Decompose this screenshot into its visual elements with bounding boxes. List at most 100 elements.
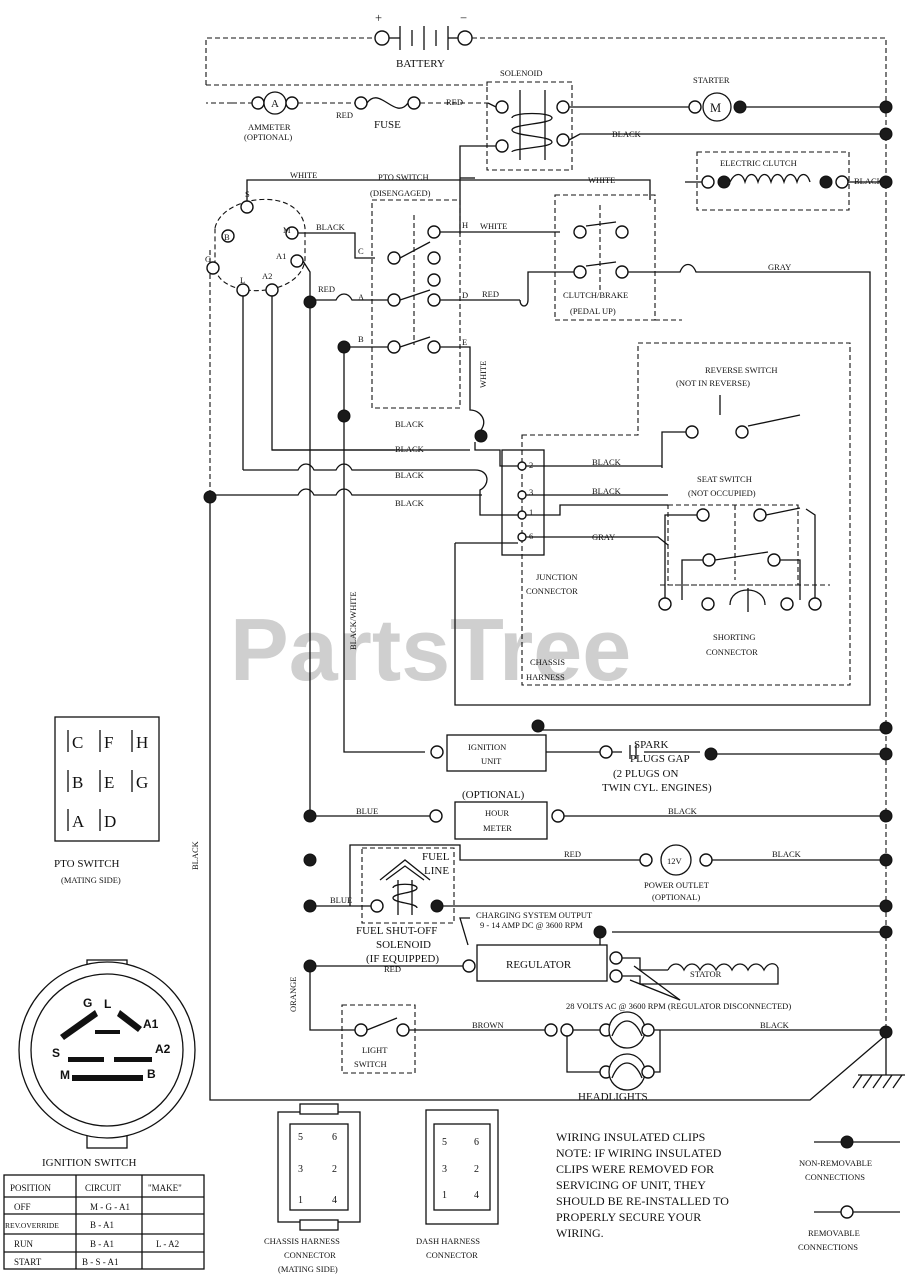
dash-connector-label-2: CONNECTOR xyxy=(426,1250,478,1260)
clutch-brake-label: CLUTCH/BRAKE xyxy=(563,290,628,300)
wire-black-clutch: BLACK xyxy=(854,176,884,186)
fuel-solenoid-label-1: FUEL SHUT-OFF xyxy=(356,925,437,937)
ground-bus xyxy=(205,37,905,1101)
fuel-line-label-2: LINE xyxy=(424,865,449,877)
dash-pin-5: 5 xyxy=(442,1137,447,1148)
dash-harness-connector: 5 6 3 2 1 4 DASH HARNESS CONNECTOR xyxy=(416,1109,499,1260)
wire-red-solenoid: RED xyxy=(446,97,463,107)
stator-label: STATOR xyxy=(690,969,722,979)
spark-label-1: SPARK xyxy=(634,739,669,751)
note-line-3: CLIPS WERE REMOVED FOR xyxy=(556,1162,714,1176)
wire-black-ground: BLACK xyxy=(190,840,200,870)
wire-black-white: BLACK/WHITE xyxy=(348,591,358,650)
dash-pin-3: 3 xyxy=(442,1164,447,1175)
spark-label-3: (2 PLUGS ON xyxy=(613,768,678,780)
power-outlet-symbol: 12V xyxy=(667,856,683,866)
pto-terminal-c: C xyxy=(358,246,364,256)
wire-black-ring: BLACK xyxy=(395,470,425,480)
table-header-position: POSITION xyxy=(10,1183,52,1193)
table-row-rev-position: REV.OVERRIDE xyxy=(5,1221,59,1230)
starter: M STARTER xyxy=(569,75,893,122)
chassis-pin-2: 2 xyxy=(332,1164,337,1175)
wire-blue-hour: BLUE xyxy=(356,806,378,816)
wire-blue-fuel: BLUE xyxy=(330,895,352,905)
wire-black-a2: BLACK xyxy=(395,444,425,454)
seat-switch: SEAT SWITCH (NOT OCCUPIED) xyxy=(660,474,830,600)
ignition-switch-table: POSITION CIRCUIT "MAKE" OFF M - G - A1 R… xyxy=(3,1174,205,1270)
ign-terminal-a2: A2 xyxy=(262,271,272,281)
pto-pin-g: G xyxy=(136,773,148,792)
fuel-solenoid: FUEL LINE BLUE FUEL SHUT-OFF SOLENOID (I… xyxy=(303,847,893,965)
note-line-4: SERVICING OF UNIT, THEY xyxy=(556,1178,706,1192)
dash-pin-2: 2 xyxy=(474,1164,479,1175)
wire-orange: ORANGE xyxy=(288,977,298,1012)
pto-pin-f: F xyxy=(104,733,113,752)
pto-terminal-h: H xyxy=(462,220,468,230)
ignition-unit-label-1: IGNITION xyxy=(468,742,506,752)
hour-meter-label-1: HOUR xyxy=(485,808,509,818)
legend-non-removable-2: CONNECTIONS xyxy=(805,1172,865,1182)
seat-switch-state: (NOT OCCUPIED) xyxy=(688,488,756,498)
dash-pin-1: 1 xyxy=(442,1190,447,1201)
dash-connector-label-1: DASH HARNESS xyxy=(416,1236,480,1246)
wire-white-e: WHITE xyxy=(478,361,488,388)
hour-meter: (OPTIONAL) HOUR METER BLUE BLACK xyxy=(303,789,893,840)
chassis-harness-connector: 5 6 3 2 1 4 CHASSIS HARNESS CONNECTOR (M… xyxy=(264,1103,361,1274)
table-row-off-circuit: M - G - A1 xyxy=(90,1202,130,1212)
chassis-connector-label-3: (MATING SIDE) xyxy=(278,1264,338,1274)
ammeter-symbol: A xyxy=(271,98,279,110)
spark-label-2: PLUGS GAP xyxy=(630,753,690,765)
fuel-line-label-1: FUEL xyxy=(422,851,450,863)
pto-pin-e: E xyxy=(104,773,114,792)
ign-face-l: L xyxy=(104,997,111,1011)
headlights: BLACK HEADLIGHTS xyxy=(544,1011,893,1103)
jc-pin-6: 6 xyxy=(529,531,533,541)
wire-white-clutch: WHITE xyxy=(588,175,615,185)
table-row-run-circuit: B - A1 xyxy=(90,1239,114,1249)
chassis-connector-label-2: CONNECTOR xyxy=(284,1250,336,1260)
shorting-connector: SHORTING CONNECTOR xyxy=(658,508,822,657)
electric-clutch: ELECTRIC CLUTCH BLACK xyxy=(685,151,893,211)
legend-non-removable-1: NON-REMOVABLE xyxy=(799,1158,872,1168)
fuse: RED RED FUSE xyxy=(206,96,488,131)
jc-pin-2: 2 xyxy=(529,460,533,470)
watermark: PartsTree xyxy=(230,600,631,699)
battery-label: BATTERY xyxy=(396,58,445,70)
pto-pin-h: H xyxy=(136,733,148,752)
pto-switch: PTO SWITCH (DISENGAGED) C H WHITE A D RE… xyxy=(358,172,560,409)
junction-label-2: CONNECTOR xyxy=(526,586,578,596)
table-row-rev-circuit: B - A1 xyxy=(90,1220,114,1230)
ign-terminal-l: L xyxy=(240,275,245,285)
pto-terminal-d: D xyxy=(462,290,468,300)
fuse-label: FUSE xyxy=(374,119,401,131)
chassis-pin-3: 3 xyxy=(298,1164,303,1175)
pto-terminal-b: B xyxy=(358,334,364,344)
junction-connector: 2 3 1 6 JUNCTION CONNECTOR xyxy=(501,449,578,596)
pto-mating-side: C F H B E G A D PTO SWITCH (MATING SIDE) xyxy=(54,716,160,885)
power-outlet: RED 12V BLACK POWER OUTLET (OPTIONAL) xyxy=(303,844,893,906)
chassis-connector-label-1: CHASSIS HARNESS xyxy=(264,1236,340,1246)
pto-pin-a: A xyxy=(72,812,85,831)
wire-red-a: RED xyxy=(318,284,335,294)
wire-red-d: RED xyxy=(482,289,499,299)
ign-terminal-a1: A1 xyxy=(276,251,286,261)
wire-red-ammeter: RED xyxy=(336,110,353,120)
light-switch: ORANGE LIGHT SWITCH BROWN xyxy=(288,972,545,1074)
ign-face-b: B xyxy=(147,1067,156,1081)
chassis-pin-6: 6 xyxy=(332,1132,337,1143)
note-line-1: WIRING INSULATED CLIPS xyxy=(556,1130,705,1144)
pto-pin-b: B xyxy=(72,773,83,792)
wire-gray-clutch: GRAY xyxy=(768,262,791,272)
table-row-start-position: START xyxy=(14,1257,42,1267)
ign-face-m: M xyxy=(60,1068,70,1082)
solenoid: SOLENOID xyxy=(486,68,573,171)
ign-terminal-b: B xyxy=(224,232,230,242)
fuel-solenoid-label-2: SOLENOID xyxy=(376,939,431,951)
fuel-solenoid-label-3: (IF EQUIPPED) xyxy=(366,953,439,965)
table-row-run-make: L - A2 xyxy=(156,1239,179,1249)
dash-pin-4: 4 xyxy=(474,1190,479,1201)
reverse-switch-label: REVERSE SWITCH xyxy=(705,365,778,375)
power-outlet-label-2: (OPTIONAL) xyxy=(652,892,700,902)
note-line-6: PROPERLY SECURE YOUR xyxy=(556,1210,701,1224)
junction-label-1: JUNCTION xyxy=(536,572,578,582)
